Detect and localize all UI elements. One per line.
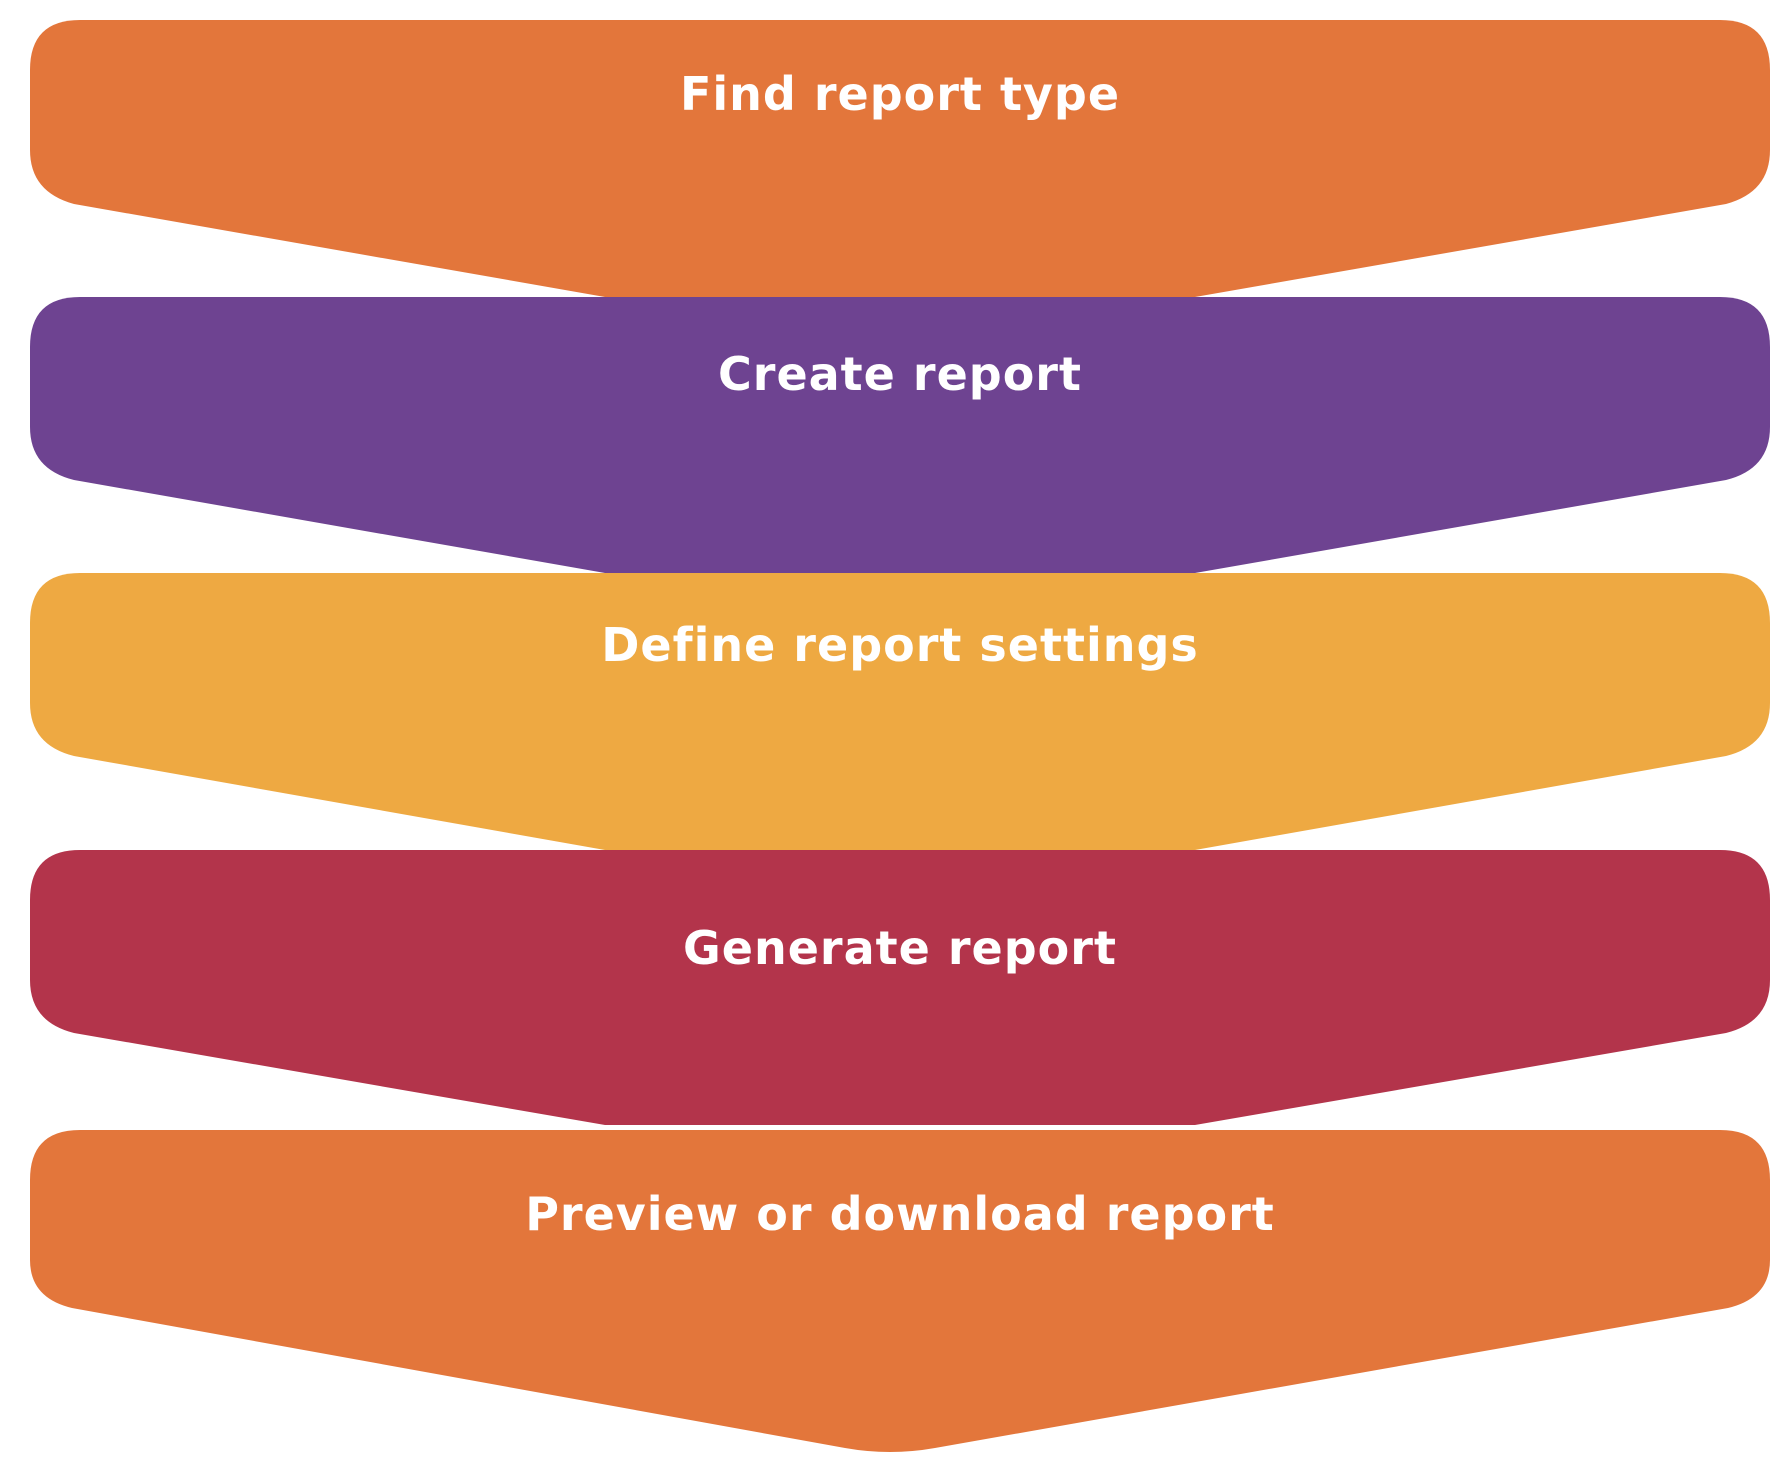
step-4-shape: Generate report	[30, 850, 1770, 1125]
step-shape	[30, 20, 1770, 297]
step-3-shape: Define report settings	[30, 573, 1770, 850]
step-shape	[30, 297, 1770, 573]
step-5-label: Preview or download report	[525, 1187, 1275, 1241]
step-shape	[30, 1130, 1770, 1452]
step-2-shape: Create report	[30, 297, 1770, 573]
step-3-label: Define report settings	[601, 618, 1199, 672]
step-1-label: Find report type	[680, 67, 1120, 121]
step-shape	[30, 850, 1770, 1125]
step-shape	[30, 573, 1770, 850]
step-5-shape: Preview or download report	[30, 1130, 1770, 1452]
step-1-shape: Find report type	[30, 20, 1770, 297]
step-4-label: Generate report	[683, 921, 1117, 975]
step-2-label: Create report	[718, 347, 1082, 401]
